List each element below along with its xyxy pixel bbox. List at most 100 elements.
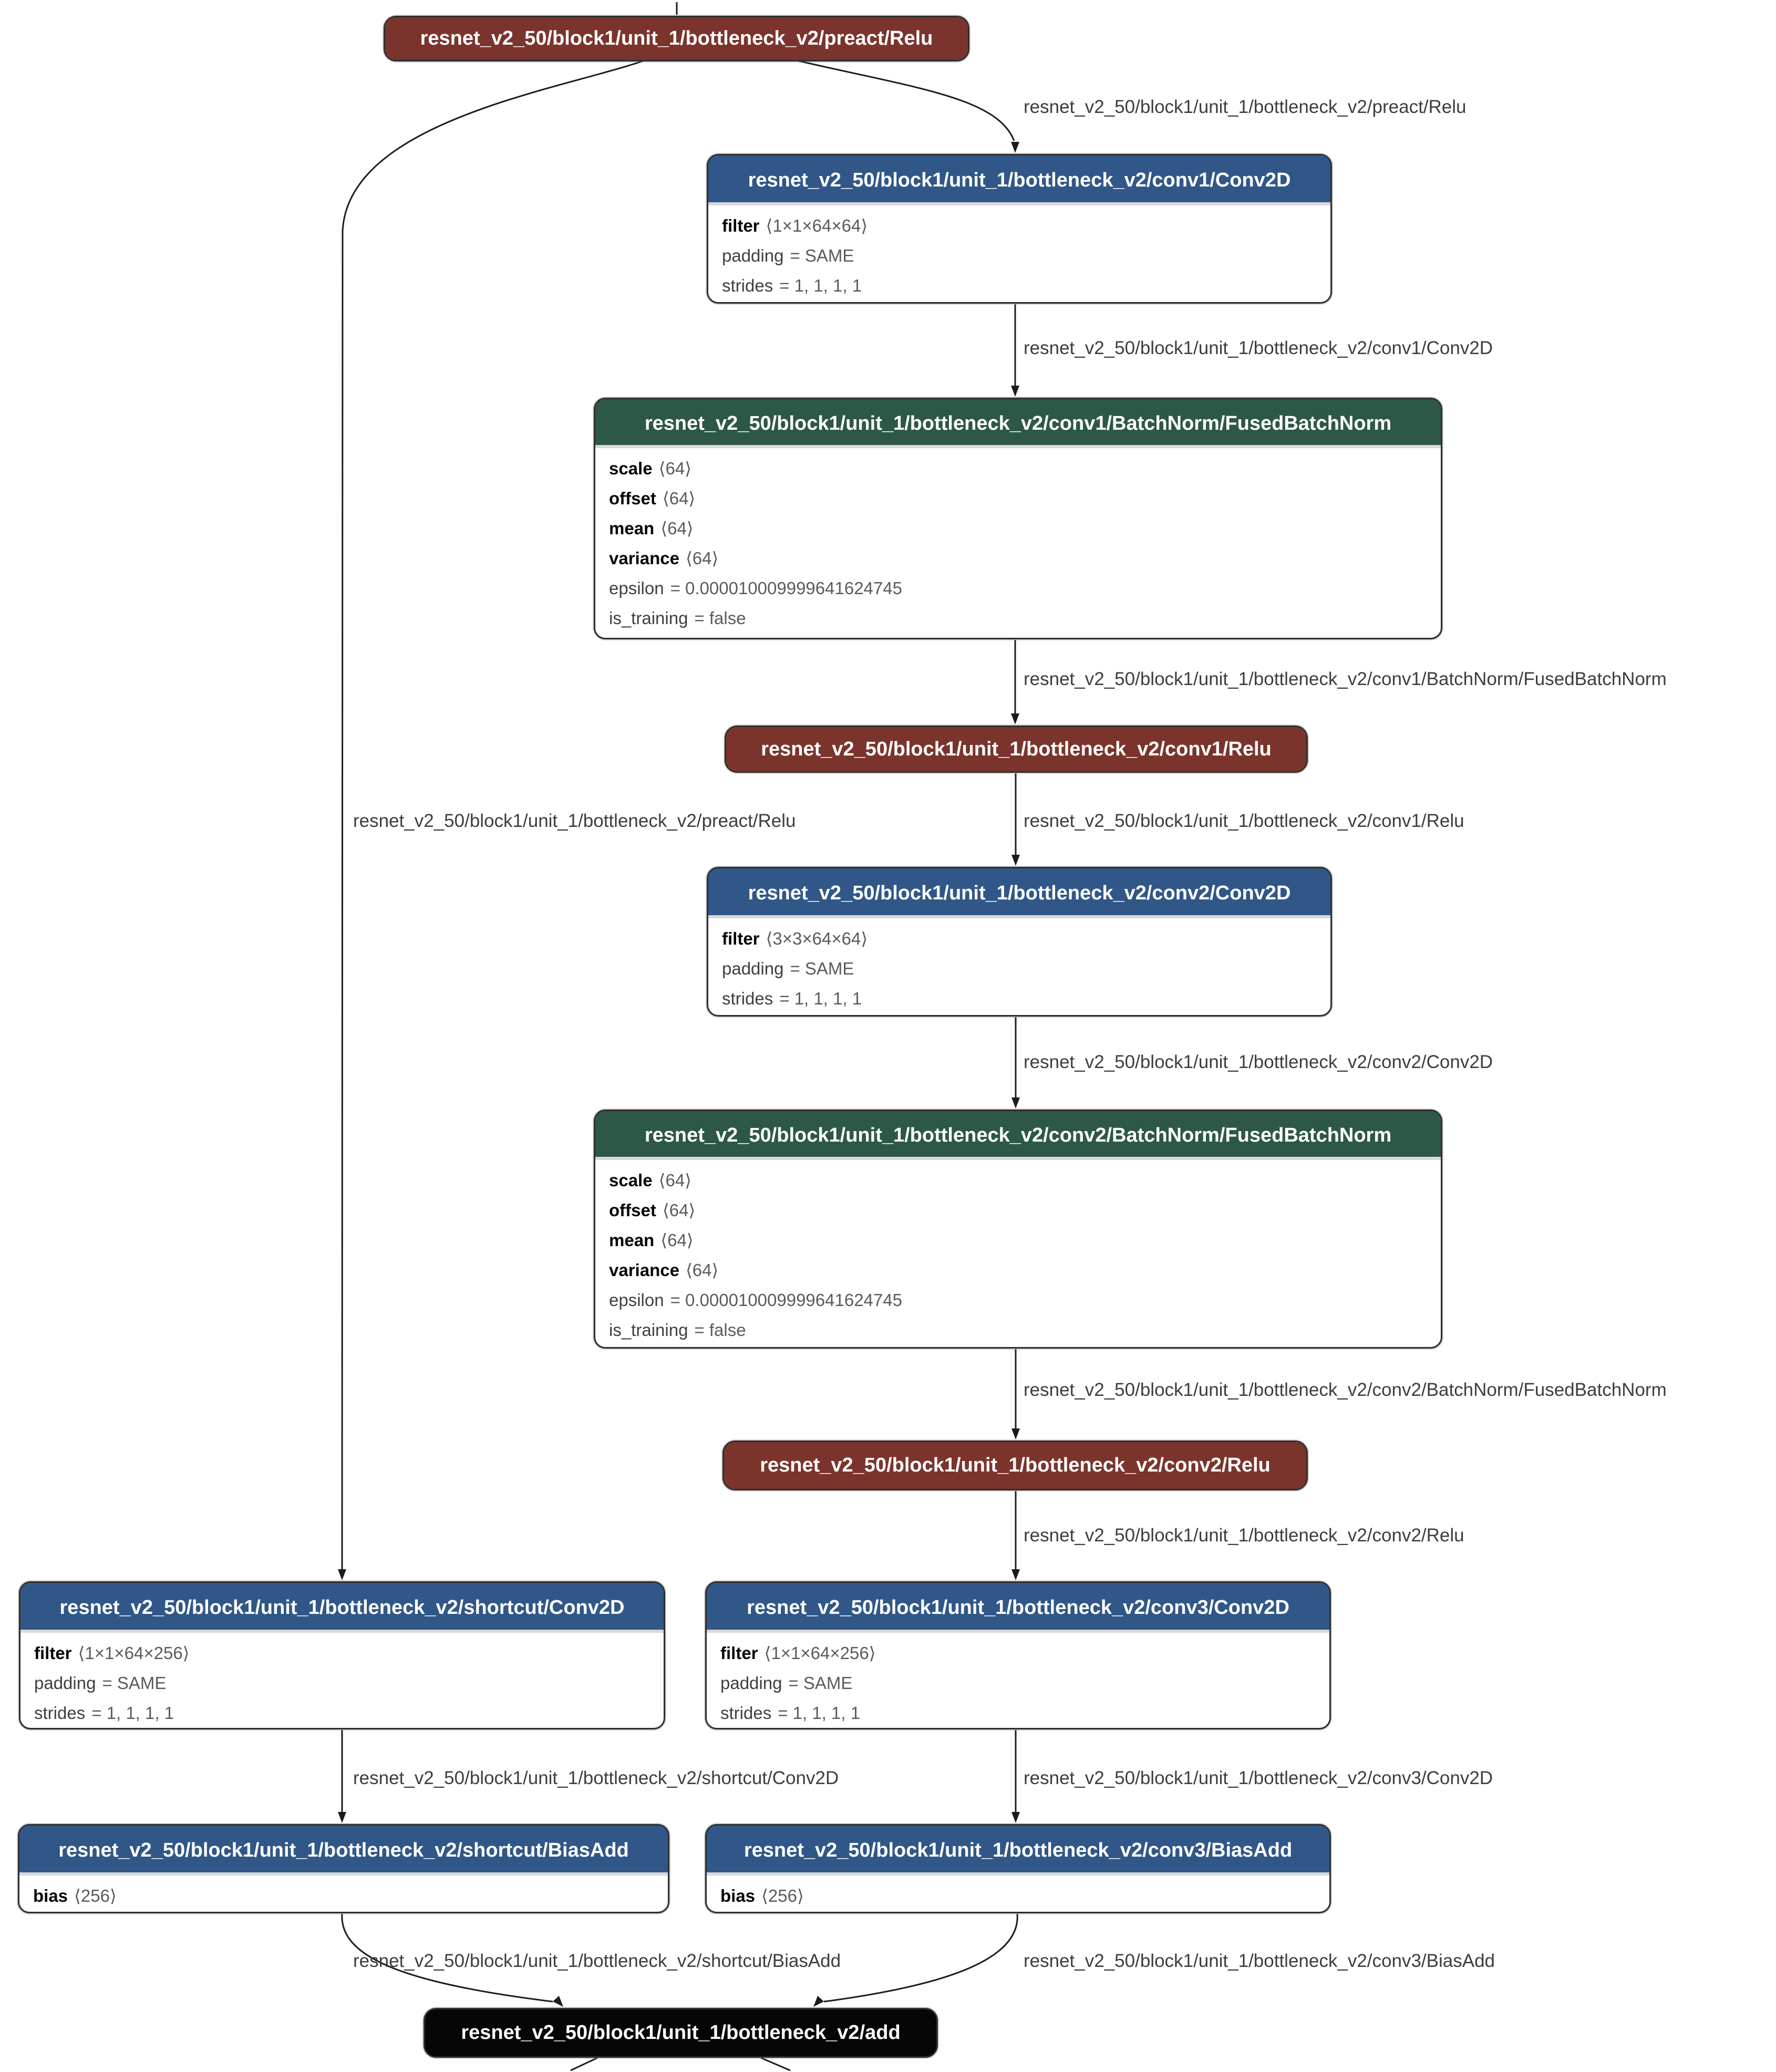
attribute-name: bias: [33, 1886, 68, 1905]
attribute-bias: bias⟨256⟩: [720, 1881, 1329, 1911]
attribute-variance: variance⟨64⟩: [609, 1255, 1441, 1285]
attribute-value: = 0.000010009999641624745: [670, 578, 902, 598]
attribute-name: filter: [722, 216, 760, 235]
attribute-value: ⟨64⟩: [660, 519, 694, 538]
attribute-name: strides: [722, 989, 773, 1008]
attribute-padding: padding= SAME: [722, 954, 1330, 983]
node-title: resnet_v2_50/block1/unit_1/bottleneck_v2…: [20, 1583, 664, 1633]
attribute-value: ⟨1×1×64×256⟩: [78, 1643, 190, 1663]
node-title: resnet_v2_50/block1/unit_1/bottleneck_v2…: [707, 1583, 1329, 1633]
node-conv2-relu[interactable]: resnet_v2_50/block1/unit_1/bottleneck_v2…: [722, 1441, 1308, 1490]
attribute-name: padding: [722, 959, 784, 978]
node-conv2-batchnorm[interactable]: resnet_v2_50/block1/unit_1/bottleneck_v2…: [594, 1110, 1442, 1349]
attribute-name: offset: [609, 489, 656, 508]
node-conv3-conv2d[interactable]: resnet_v2_50/block1/unit_1/bottleneck_v2…: [705, 1581, 1331, 1729]
edge-label: resnet_v2_50/block1/unit_1/bottleneck_v2…: [1024, 1380, 1667, 1400]
attribute-name: filter: [722, 929, 760, 948]
edge-preact-to-conv1: [798, 60, 1015, 141]
edge-label: resnet_v2_50/block1/unit_1/bottleneck_v2…: [1024, 811, 1464, 831]
node-title: resnet_v2_50/block1/unit_1/bottleneck_v2…: [708, 868, 1330, 918]
attribute-value: ⟨256⟩: [761, 1886, 804, 1905]
node-conv1-batchnorm[interactable]: resnet_v2_50/block1/unit_1/bottleneck_v2…: [594, 398, 1442, 639]
edge-label: resnet_v2_50/block1/unit_1/bottleneck_v2…: [1024, 1052, 1493, 1072]
attribute-name: padding: [34, 1673, 96, 1693]
node-attributes: scale⟨64⟩offset⟨64⟩mean⟨64⟩variance⟨64⟩e…: [595, 1160, 1441, 1345]
attribute-padding: padding = SAME: [34, 1668, 664, 1698]
edge-label: resnet_v2_50/block1/unit_1/bottleneck_v2…: [1024, 1525, 1464, 1546]
attribute-strides: strides= 1, 1, 1, 1: [720, 1698, 1329, 1728]
node-shortcut-biasadd[interactable]: resnet_v2_50/block1/unit_1/bottleneck_v2…: [18, 1824, 669, 1913]
attribute-value: ⟨64⟩: [685, 1260, 719, 1280]
edge-add-out-left: [570, 2057, 598, 2071]
node-title: resnet_v2_50/block1/unit_1/bottleneck_v2…: [595, 1111, 1441, 1160]
node-shortcut-conv2d[interactable]: resnet_v2_50/block1/unit_1/bottleneck_v2…: [19, 1581, 665, 1729]
attribute-filter: filter⟨3×3×64×64⟩: [722, 924, 1330, 954]
attribute-name: scale: [609, 459, 653, 478]
attribute-mean: mean⟨64⟩: [609, 513, 1441, 543]
attribute-name: padding: [720, 1673, 782, 1693]
edge-label: resnet_v2_50/block1/unit_1/bottleneck_v2…: [1024, 338, 1493, 358]
attribute-bias: bias ⟨256⟩: [33, 1881, 668, 1911]
attribute-name: mean: [609, 1230, 655, 1250]
attribute-value: ⟨64⟩: [658, 459, 692, 478]
node-preact-relu[interactable]: resnet_v2_50/block1/unit_1/bottleneck_v2…: [384, 16, 969, 61]
attribute-value: = 1, 1, 1, 1: [91, 1703, 174, 1723]
attribute-strides: strides = 1, 1, 1, 1: [722, 271, 1330, 301]
attribute-value: ⟨64⟩: [662, 1200, 696, 1220]
attribute-name: strides: [34, 1703, 86, 1723]
attribute-value: ⟨1×1×64×64⟩: [766, 216, 868, 235]
attribute-value: = SAME: [102, 1673, 167, 1693]
node-conv2-conv2d[interactable]: resnet_v2_50/block1/unit_1/bottleneck_v2…: [707, 867, 1332, 1017]
arrowhead-conv1-to-bn1: [1011, 386, 1019, 397]
edge-label: resnet_v2_50/block1/unit_1/bottleneck_v2…: [353, 1951, 841, 1971]
edge-label: resnet_v2_50/block1/unit_1/bottleneck_v2…: [1024, 1768, 1493, 1788]
attribute-value: = 1, 1, 1, 1: [779, 276, 862, 295]
attribute-value: ⟨64⟩: [685, 548, 719, 568]
node-conv3-biasadd[interactable]: resnet_v2_50/block1/unit_1/bottleneck_v2…: [705, 1824, 1331, 1913]
attribute-name: strides: [722, 276, 773, 295]
attribute-name: is_training: [609, 608, 688, 628]
attribute-name: filter: [720, 1643, 758, 1663]
attribute-strides: strides= 1, 1, 1, 1: [34, 1698, 664, 1728]
edge-label: resnet_v2_50/block1/unit_1/bottleneck_v2…: [1024, 1951, 1495, 1971]
edge-add-out-right: [760, 2057, 791, 2071]
attribute-value: = 0.000010009999641624745: [670, 1290, 902, 1310]
arrowhead-relu1-to-conv2: [1011, 855, 1020, 866]
attribute-value: = false: [694, 1320, 746, 1340]
attribute-name: is_training: [609, 1320, 688, 1340]
edge-label: resnet_v2_50/block1/unit_1/bottleneck_v2…: [353, 811, 796, 831]
attribute-value: ⟨1×1×64×256⟩: [764, 1643, 876, 1663]
arrowhead-conv2-to-bn2: [1011, 1097, 1020, 1108]
node-title: resnet_v2_50/block1/unit_1/bottleneck_v2…: [724, 1442, 1306, 1489]
attribute-offset: offset⟨64⟩: [609, 1195, 1441, 1225]
node-conv1-relu[interactable]: resnet_v2_50/block1/unit_1/bottleneck_v2…: [725, 726, 1308, 773]
edge-label: resnet_v2_50/block1/unit_1/bottleneck_v2…: [353, 1768, 839, 1788]
edge-conv3bias-to-add: [823, 1913, 1018, 2003]
node-title: resnet_v2_50/block1/unit_1/bottleneck_v2…: [707, 1826, 1329, 1876]
attribute-value: = SAME: [790, 246, 854, 265]
attribute-value: ⟨256⟩: [74, 1886, 117, 1905]
edge-preact-to-shortcut: [341, 60, 644, 1571]
attribute-variance: variance⟨64⟩: [609, 543, 1441, 573]
attribute-padding: padding = SAME: [720, 1668, 1329, 1698]
attribute-filter: filter ⟨1×1×64×64⟩: [722, 211, 1330, 241]
arrowhead-relu2-to-conv3: [1011, 1569, 1020, 1580]
attribute-value: = SAME: [788, 1673, 853, 1693]
attribute-name: epsilon: [609, 578, 664, 598]
node-attributes: filter ⟨1×1×64×256⟩ padding = SAME strides= …: [707, 1633, 1329, 1728]
attribute-name: scale: [609, 1170, 653, 1190]
attribute-value: = false: [694, 608, 746, 628]
attribute-name: padding: [722, 246, 784, 265]
attribute-offset: offset⟨64⟩: [609, 483, 1441, 513]
attribute-filter: filter ⟨1×1×64×256⟩: [720, 1638, 1329, 1668]
node-title: resnet_v2_50/block1/unit_1/bottleneck_v2…: [595, 399, 1441, 448]
arrowhead-bn2-to-relu2: [1011, 1428, 1020, 1439]
node-conv1-conv2d[interactable]: resnet_v2_50/block1/unit_1/bottleneck_v2…: [707, 154, 1332, 304]
arrowhead-conv3-to-biasadd: [1011, 1812, 1020, 1823]
attribute-name: epsilon: [609, 1290, 664, 1310]
node-add[interactable]: resnet_v2_50/block1/unit_1/bottleneck_v2…: [424, 2008, 938, 2058]
attribute-value: ⟨64⟩: [658, 1170, 692, 1190]
node-attributes: bias ⟨256⟩: [19, 1876, 668, 1911]
attribute-scale: scale ⟨64⟩: [609, 453, 1441, 483]
